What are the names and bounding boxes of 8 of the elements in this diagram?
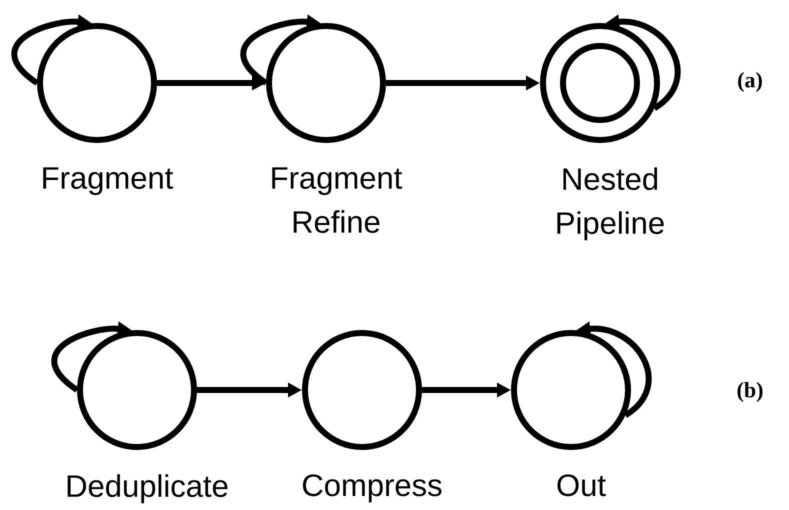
state-label: Fragment (43, 167, 174, 196)
panel-label: (b) (738, 382, 762, 402)
state-label: Deduplicate (68, 474, 228, 504)
state-label: Nested Pipeline (557, 167, 664, 240)
state-label: Fragment Refine (272, 167, 402, 233)
panel-label: (a) (738, 72, 762, 92)
state-label: Compress (302, 474, 442, 502)
state-label: Out (558, 474, 606, 496)
